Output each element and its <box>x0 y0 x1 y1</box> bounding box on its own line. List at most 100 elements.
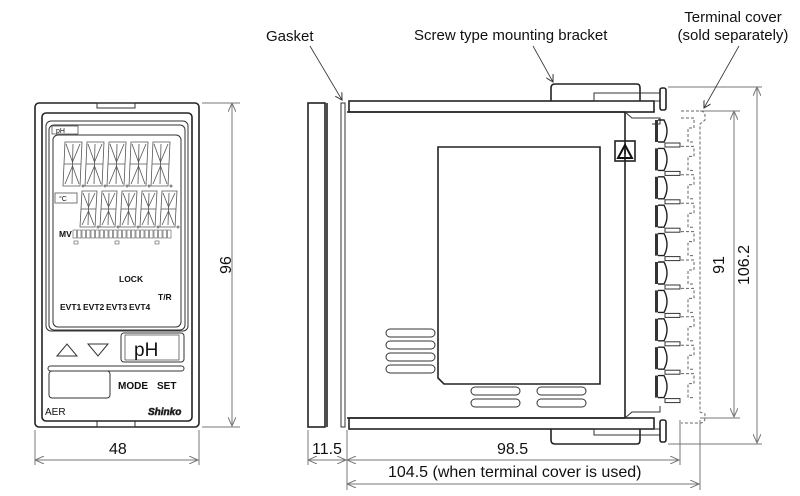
mv-segment <box>108 229 113 239</box>
model-label: AER <box>45 407 66 418</box>
sv-digit <box>119 190 140 229</box>
housing-bottom-rail <box>348 417 655 430</box>
warning-icon-box <box>614 140 636 162</box>
separator-bar <box>47 365 185 372</box>
front-dimensions: 48 96 <box>34 102 240 465</box>
bracket-label: Screw type mounting bracket <box>414 27 608 44</box>
mv-segment <box>99 229 104 239</box>
front-view: pH °C MV LOCK T/R EVT1 EVT2 EVT3 EVT4 pH… <box>34 102 200 428</box>
mv-segment <box>153 229 158 239</box>
evt4-indicator: EVT4 <box>129 302 151 312</box>
bottom-bracket <box>550 429 641 445</box>
mv-segment <box>122 229 127 239</box>
terminal-screw <box>655 373 695 404</box>
terminal-cover-label-1: Terminal cover <box>684 9 782 26</box>
dim-104-5: 104.5 (when terminal cover is used) <box>388 464 641 481</box>
bottom-tab <box>96 420 136 428</box>
mv-segment <box>104 229 109 239</box>
celsius-tag-box <box>54 192 78 204</box>
front-panel <box>41 112 193 422</box>
mv-segment <box>86 229 91 239</box>
terminal-screw <box>655 259 695 290</box>
down-key[interactable] <box>86 343 110 357</box>
brand-logo: Shinko <box>148 407 181 418</box>
mv-segment <box>81 229 86 239</box>
mv-segment <box>77 229 82 239</box>
mv-label: MV <box>59 229 72 239</box>
terminal-screw <box>655 344 695 375</box>
mv-segment <box>90 229 95 239</box>
dim-11-5: 11.5 <box>312 441 342 458</box>
dim-91: 91 <box>711 256 728 274</box>
mv-marker <box>73 240 79 245</box>
blank-key[interactable] <box>48 370 111 399</box>
terminal-screw <box>655 287 695 318</box>
mv-segment <box>158 229 163 239</box>
ph-tag-box <box>51 125 79 135</box>
terminal-screw <box>655 231 695 262</box>
mv-segment <box>167 229 172 239</box>
mv-segment <box>95 229 100 239</box>
key-display-text: pH <box>134 340 158 361</box>
mv-segment <box>135 229 140 239</box>
evt1-indicator: EVT1 <box>60 302 82 312</box>
set-key[interactable]: SET <box>157 381 176 392</box>
mv-segment <box>144 229 149 239</box>
warning-triangle-icon <box>616 142 634 159</box>
tr-indicator: T/R <box>158 292 172 302</box>
evt3-indicator: EVT3 <box>106 302 128 312</box>
unit-top-label: pH <box>56 128 65 135</box>
side-dimensions: 11.5 98.5 104.5 (when terminal cover is … <box>307 86 762 490</box>
vent-slots <box>385 328 587 408</box>
terminal-screw <box>655 316 695 347</box>
pv-digit <box>150 141 173 188</box>
mv-marker <box>154 240 160 245</box>
sv-digit <box>139 190 160 229</box>
key-display-window <box>124 334 180 361</box>
top-screw-head <box>659 87 667 111</box>
dim-106-2: 106.2 <box>736 245 753 285</box>
terminal-block <box>655 117 695 404</box>
evt2-indicator: EVT2 <box>83 302 105 312</box>
sv-digit <box>99 190 120 229</box>
pv-digit <box>84 141 107 188</box>
unit-side-label: °C <box>59 195 67 203</box>
mv-segment <box>162 229 167 239</box>
sv-digit <box>79 190 100 229</box>
terminal-screw <box>655 145 695 176</box>
key-display-frame <box>120 332 185 363</box>
terminal-screw <box>655 202 695 233</box>
lock-indicator: LOCK <box>119 274 144 284</box>
up-key[interactable] <box>55 343 79 357</box>
mv-bargraph <box>72 229 172 245</box>
gasket-label: Gasket <box>266 28 314 45</box>
display-frame-outer <box>45 120 189 332</box>
pv-display <box>62 141 173 188</box>
mv-segment <box>131 229 136 239</box>
pv-digit <box>62 141 85 188</box>
mv-segment <box>149 229 154 239</box>
mv-marker <box>114 240 120 245</box>
display-frame-mid <box>48 124 186 331</box>
sv-display <box>79 190 180 229</box>
gasket <box>340 102 346 428</box>
top-tab <box>96 102 136 109</box>
side-view <box>307 83 706 445</box>
dim-48: 48 <box>109 441 127 458</box>
top-bracket <box>550 83 641 101</box>
dim-96: 96 <box>216 256 233 274</box>
housing-top-rail <box>348 100 655 113</box>
label-area <box>437 146 601 385</box>
mv-segment <box>140 229 145 239</box>
sv-digit <box>159 190 180 229</box>
callouts: Gasket Screw type mounting bracket Termi… <box>266 9 788 108</box>
side-bezel <box>307 102 326 428</box>
mv-segment <box>113 229 118 239</box>
mode-key[interactable]: MODE <box>118 381 148 392</box>
pv-digit <box>128 141 151 188</box>
terminal-cover-label-2: (sold separately) <box>678 27 789 44</box>
mv-segment <box>126 229 131 239</box>
terminal-cover-outline <box>681 110 706 424</box>
dim-98-5: 98.5 <box>497 441 528 458</box>
